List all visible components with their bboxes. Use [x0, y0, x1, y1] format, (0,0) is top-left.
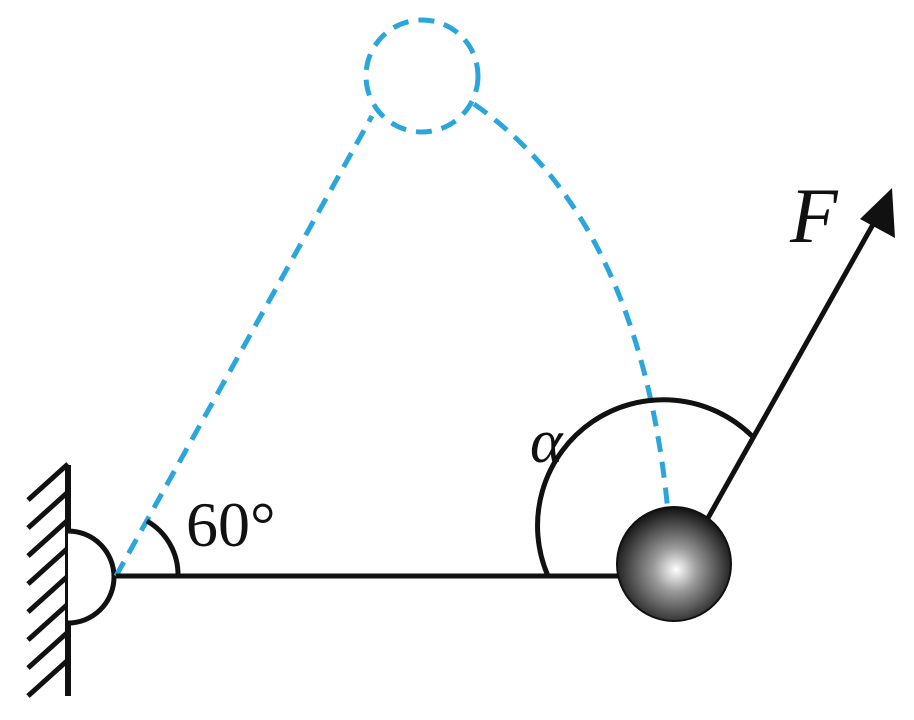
angle-alpha-arc: [535, 397, 754, 577]
pivot-mount: [67, 528, 117, 626]
angle-60-label: 60°: [186, 489, 276, 560]
wall-hatching: [26, 462, 70, 698]
ghost-ball-top: [363, 17, 481, 135]
angle-60-arc: [145, 518, 181, 577]
force-label: F: [789, 172, 839, 259]
force-arrow-head: [860, 188, 895, 238]
dashed-string-raised: [113, 114, 375, 578]
dashed-trajectory: [472, 101, 671, 513]
ball: [616, 506, 732, 622]
wall: [26, 462, 71, 698]
angle-alpha-label: α: [530, 408, 564, 476]
force-arrow-shaft: [705, 210, 883, 520]
